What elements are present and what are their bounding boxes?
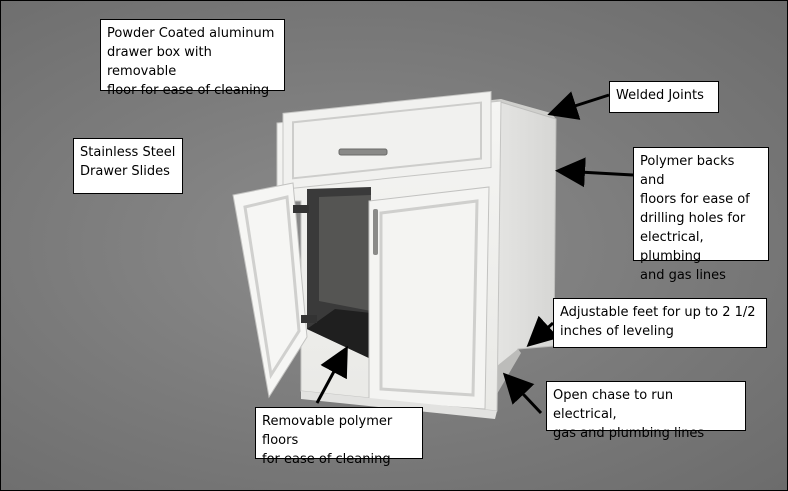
drawer-inner-panel: [292, 101, 482, 180]
left-door-hinge-bottom: [301, 315, 317, 323]
arrow-open-chase: [502, 372, 543, 415]
interior-floor: [307, 309, 371, 359]
callout-welded-joints: Welded Joints: [609, 81, 719, 113]
cabinet-base: [301, 391, 497, 419]
left-door: [232, 182, 308, 399]
right-door-panel: [379, 199, 479, 397]
callout-powder-coated: Powder Coated aluminum drawer box with r…: [100, 19, 285, 98]
callout-removable-floors: Removable polymer floors for ease of cle…: [255, 407, 423, 467]
callout-stainless-slides: Stainless Steel Drawer Slides: [73, 138, 183, 194]
drawer-handle: [338, 148, 388, 156]
interior-back-panel: [319, 195, 371, 311]
arrow-adjustable-feet: [526, 315, 559, 348]
arrow-welded-joints: [547, 91, 610, 120]
right-door-handle: [373, 209, 378, 255]
callout-polymer-backs: Polymer backs and floors for ease of dri…: [633, 147, 769, 283]
left-door-hinge-top: [293, 205, 309, 213]
arrow-removable-floors: [315, 345, 348, 404]
right-door: [368, 186, 490, 410]
arrow-polymer-backs: [555, 157, 634, 188]
left-door-panel: [243, 195, 301, 380]
callout-open-chase: Open chase to run electrical, gas and pl…: [546, 381, 746, 441]
callout-adjustable-feet: Adjustable feet for up to 2 1/2 inches o…: [553, 298, 767, 348]
drawer-front: [282, 90, 492, 190]
